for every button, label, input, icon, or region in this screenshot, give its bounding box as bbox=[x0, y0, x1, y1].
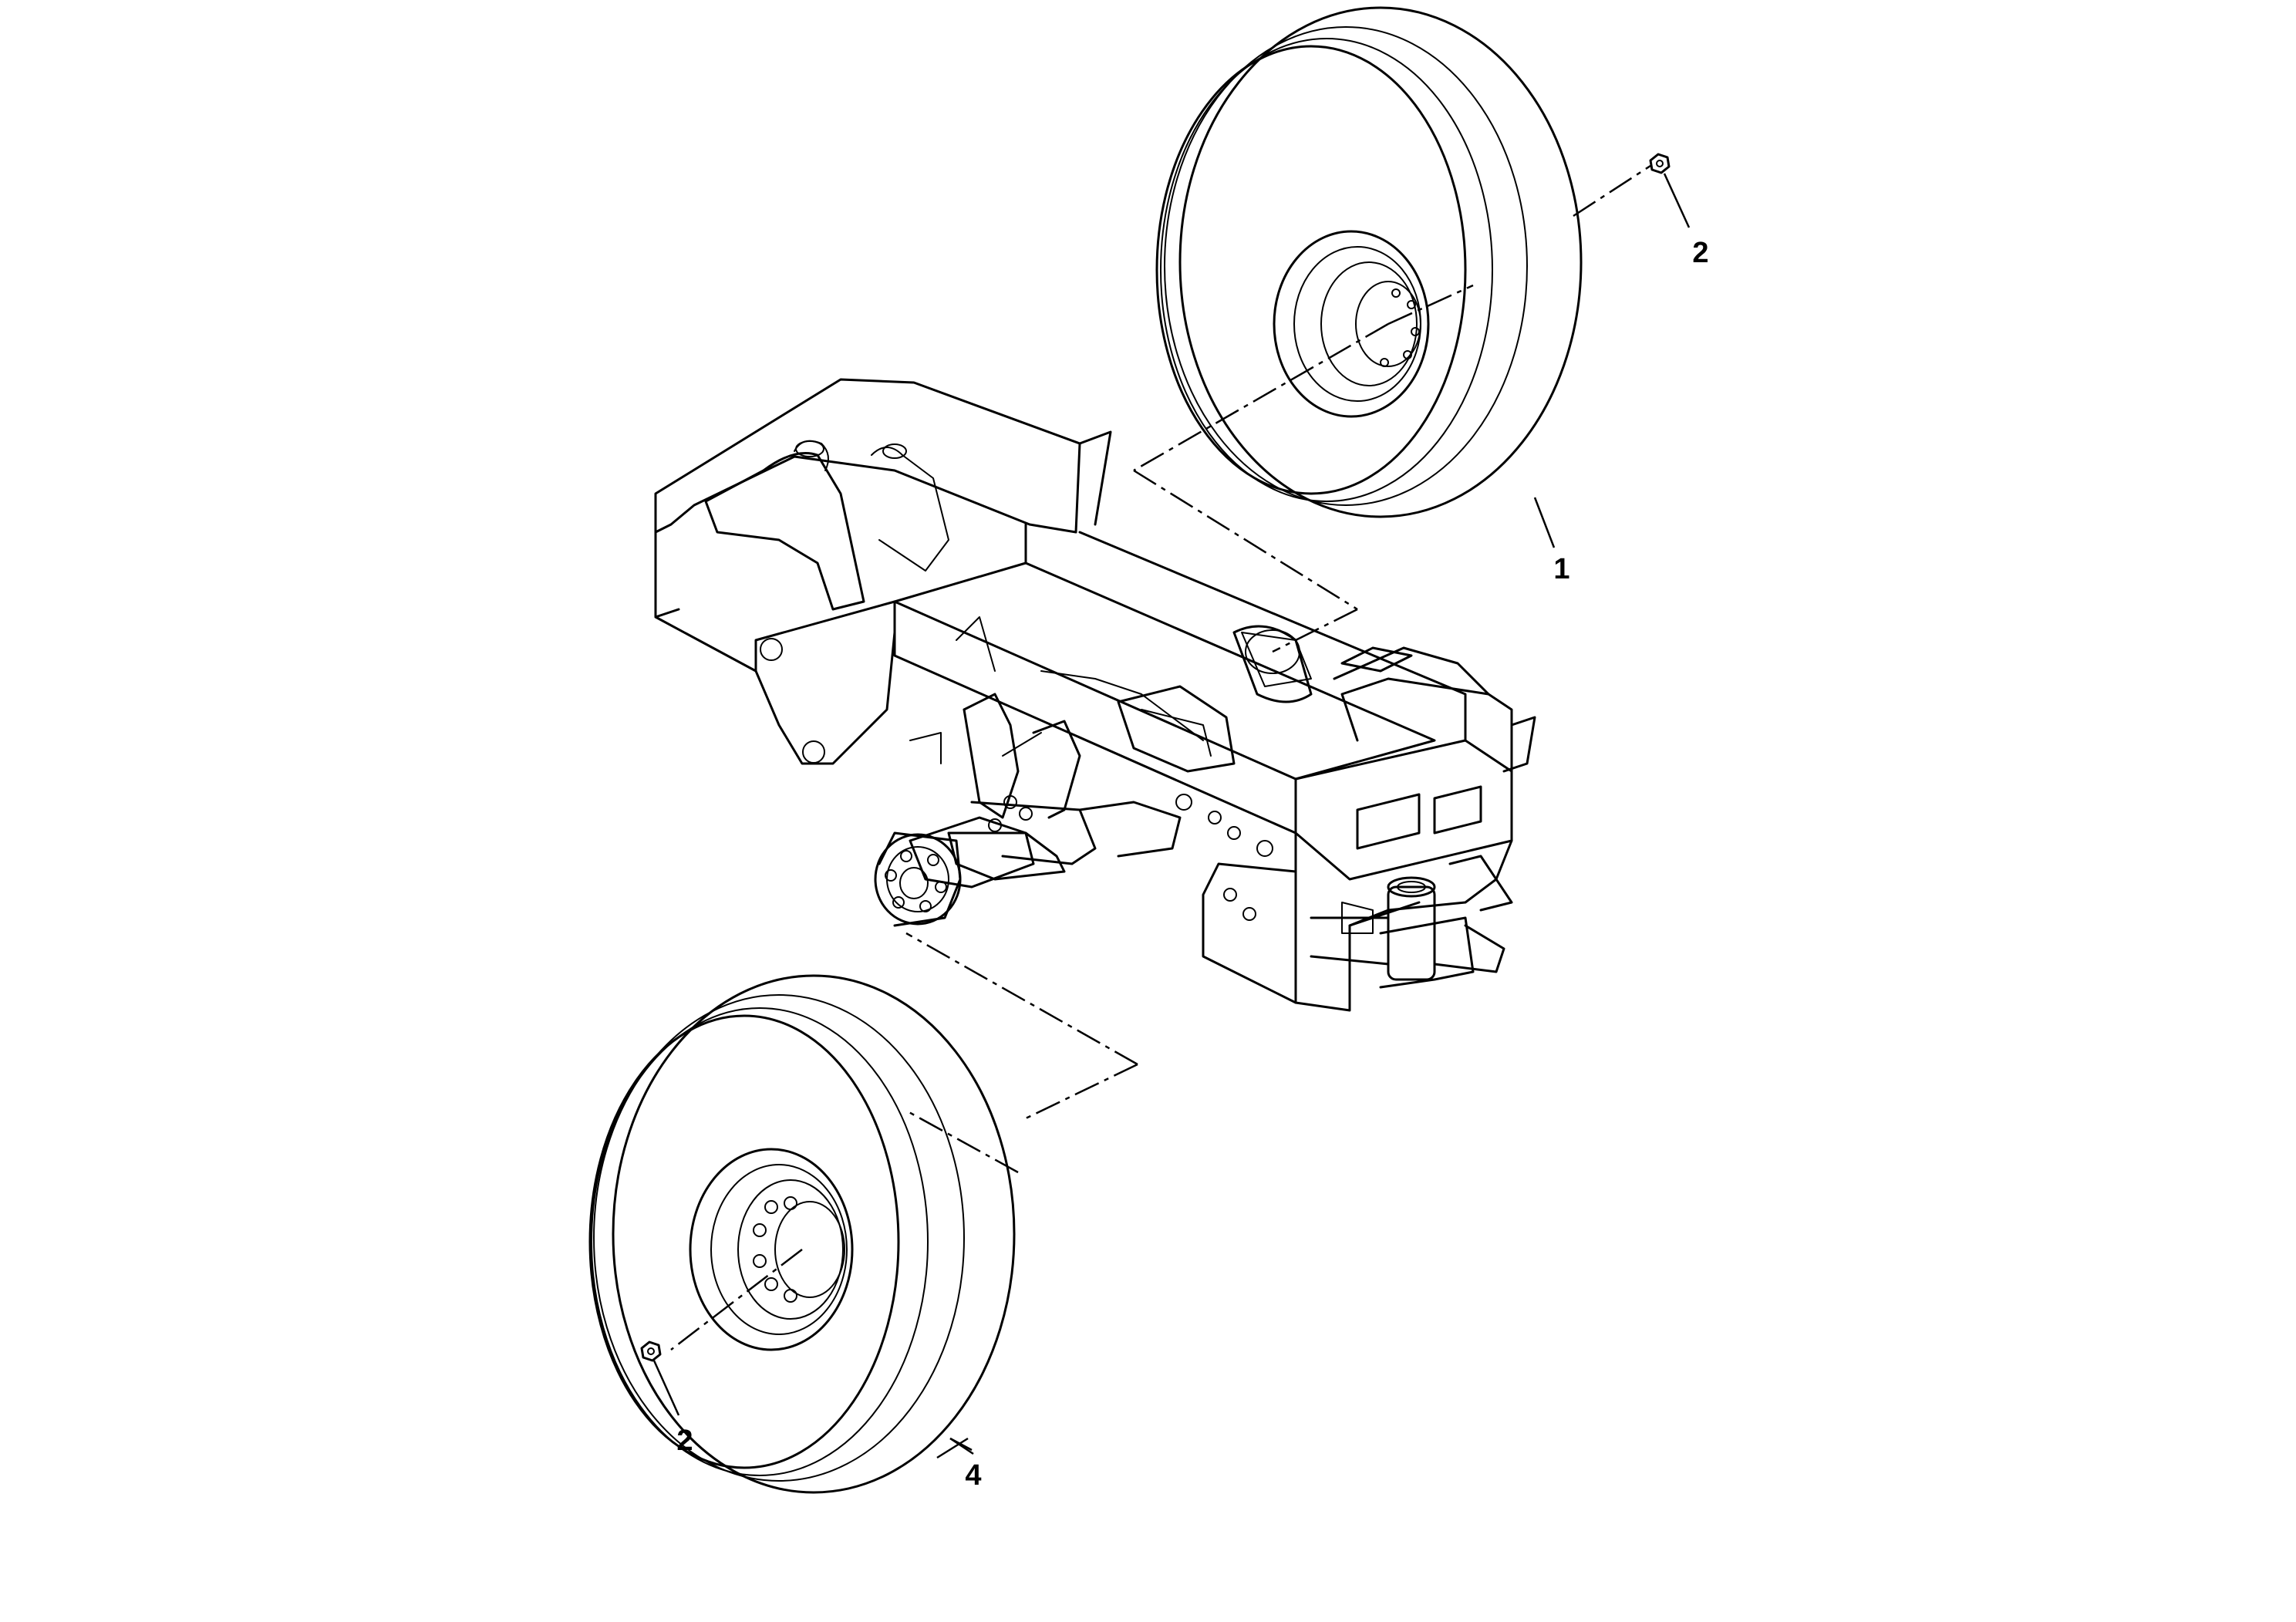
callout-label-4: 4 bbox=[965, 1459, 981, 1492]
callout-label-2-front: 2 bbox=[676, 1425, 693, 1457]
wheel-nut-rear bbox=[1649, 153, 1671, 174]
callout-label-1: 1 bbox=[1553, 553, 1569, 585]
callout-2-front: 2 bbox=[652, 1360, 693, 1457]
callout-1: 1 bbox=[1533, 497, 1570, 585]
callout-label-2-rear: 2 bbox=[1692, 237, 1708, 269]
callout-4: 4 bbox=[936, 1437, 982, 1492]
tire-wheel-assembly-front bbox=[588, 974, 1016, 1494]
callout-2-rear: 2 bbox=[1663, 173, 1709, 269]
tire-wheel-assembly-rear bbox=[1155, 6, 1583, 518]
wheel-nut-front bbox=[640, 1340, 662, 1362]
chassis-frame bbox=[654, 378, 1536, 1012]
drive-axle bbox=[874, 693, 1182, 927]
assembly-lines bbox=[670, 164, 1651, 1351]
